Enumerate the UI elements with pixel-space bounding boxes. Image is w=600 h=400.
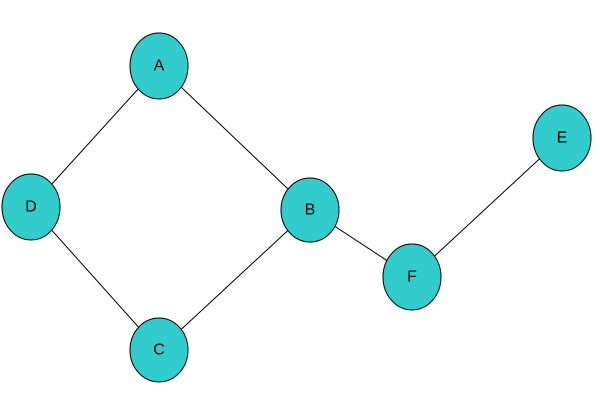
node-c-label: C — [153, 342, 165, 359]
node-e-circle — [532, 104, 592, 172]
node-a-label: A — [154, 58, 165, 75]
edge-a-b — [158, 65, 311, 211]
node-f-label: F — [407, 269, 417, 286]
nodes-layer: A B C D E F — [1, 32, 592, 383]
node-b-circle — [280, 177, 340, 243]
node-f: F — [382, 243, 442, 311]
node-d-circle — [1, 173, 61, 241]
node-c: C — [129, 317, 189, 383]
node-e-label: E — [557, 130, 568, 147]
node-d: D — [1, 173, 61, 241]
node-a: A — [129, 32, 189, 100]
node-b: B — [280, 177, 340, 243]
node-d-label: D — [25, 199, 37, 216]
edge-f-e — [411, 137, 563, 278]
edges-layer — [30, 65, 563, 351]
node-e: E — [532, 104, 592, 172]
node-c-circle — [129, 317, 189, 383]
edge-a-d — [30, 65, 160, 208]
node-f-circle — [382, 243, 442, 311]
edge-d-c — [30, 206, 160, 351]
edge-c-b — [158, 209, 311, 351]
node-a-circle — [129, 32, 189, 100]
node-b-label: B — [305, 202, 316, 219]
